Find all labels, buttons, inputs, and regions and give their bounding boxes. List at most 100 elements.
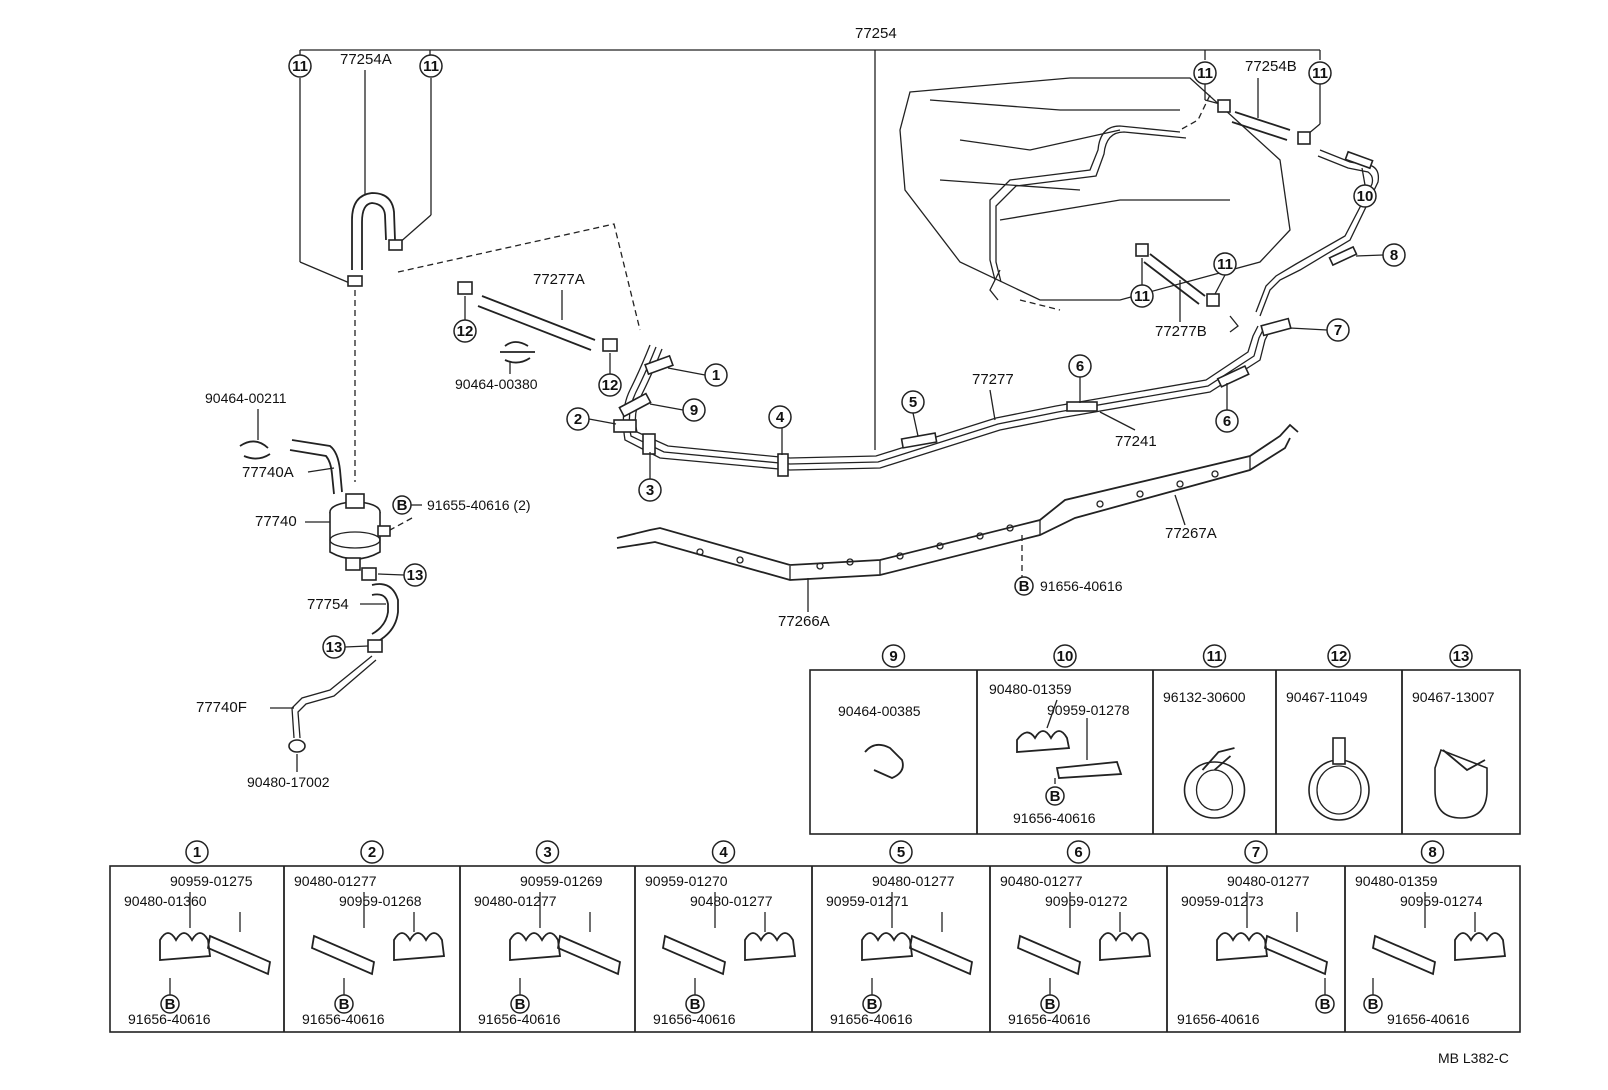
clamp[interactable]: [347, 275, 363, 287]
clamp-10[interactable]: [1344, 150, 1374, 170]
detail-callout-1[interactable]: [185, 840, 209, 864]
bolt-marker-label: B: [1019, 578, 1030, 595]
detail-callout-12[interactable]: [1327, 644, 1351, 668]
hose-77277B-assembly: 11 11 77277B: [1130, 243, 1239, 340]
part-77267A-label: 77267A: [1165, 525, 1217, 542]
clamp[interactable]: [367, 639, 383, 653]
clamp-2[interactable]: [613, 419, 637, 433]
hose-77277A[interactable]: [481, 295, 596, 341]
clamp-1[interactable]: [644, 354, 674, 376]
rail-77266A[interactable]: [616, 423, 1299, 566]
clamp[interactable]: [361, 567, 377, 581]
top-details: 990464-003851090480-0135990959-01278B916…: [838, 644, 1495, 826]
clip-icon: [1216, 932, 1269, 961]
detail-callout-13[interactable]: [1449, 644, 1473, 668]
detail-callout-8[interactable]: [1420, 840, 1445, 864]
detail-callout-10[interactable]: [1053, 644, 1077, 668]
detail-callout-11[interactable]: [1202, 644, 1227, 668]
clamp-8[interactable]: [1328, 245, 1358, 267]
clamp[interactable]: [1217, 99, 1231, 113]
clamp[interactable]: [457, 281, 473, 295]
callout-4[interactable]: [768, 405, 792, 429]
part-90464-00211-label: 90464-00211: [205, 390, 287, 406]
detail-callout-1-label: 1: [193, 844, 201, 861]
clamp-6[interactable]: [1066, 401, 1098, 412]
detail-part-label: 90464-00385: [838, 703, 921, 719]
detail-callout-8-label: 8: [1428, 844, 1436, 861]
clamp-90464-00211[interactable]: [239, 440, 271, 460]
rails: 77267A 77266A B 91656-40616: [616, 423, 1299, 630]
bolt-marker[interactable]: [1045, 786, 1065, 806]
clamp-7[interactable]: [1260, 317, 1292, 337]
callout-6-label: 6: [1076, 358, 1084, 375]
detail-part-label: 90959-01269: [520, 873, 603, 889]
detail-part-label: 90480-01359: [1355, 873, 1438, 889]
part-77754-label: 77754: [307, 596, 349, 613]
part-77266A-label: 77266A: [778, 613, 830, 630]
bracket-icon: [1263, 934, 1329, 976]
detail-part-label: 90467-11049: [1286, 689, 1368, 705]
bracket-icon: [1016, 934, 1082, 976]
clamp[interactable]: [388, 239, 403, 251]
detail-callout-7[interactable]: [1244, 840, 1268, 864]
hose-77254A[interactable]: [351, 192, 396, 270]
detail-part-label: 91656-40616: [1387, 1011, 1470, 1027]
callout-2-label: 2: [574, 411, 582, 428]
hose-77740A[interactable]: [291, 439, 343, 493]
main-part-label: 77254: [855, 25, 897, 42]
breather-line[interactable]: [1259, 149, 1380, 317]
detail-callout-2[interactable]: [360, 840, 384, 864]
clamp[interactable]: [1297, 131, 1311, 145]
clamp-6[interactable]: [1216, 364, 1250, 388]
bolt-marker[interactable]: [1014, 576, 1034, 596]
clamp-4[interactable]: [777, 453, 789, 477]
hose-77277A-assembly: 77277A 12 12 90464-00380: [453, 271, 622, 397]
detail-callout-6[interactable]: [1066, 840, 1091, 864]
clamp-90464-00380[interactable]: [500, 341, 535, 364]
detail-part-label: 90959-01274: [1400, 893, 1483, 909]
detail-part-label: 90480-01277: [1227, 873, 1310, 889]
detail-callout-9[interactable]: [881, 644, 906, 668]
detail-callout-5[interactable]: [889, 840, 913, 864]
part-90480-17002-label: 90480-17002: [247, 774, 330, 790]
clamp-3[interactable]: [642, 433, 656, 455]
bolt-marker-label: B: [397, 497, 408, 514]
clamp[interactable]: [602, 338, 618, 352]
hose-77254B[interactable]: [1234, 111, 1291, 131]
clamp-9[interactable]: [618, 392, 652, 418]
detail-callout-13-label: 13: [1453, 648, 1470, 665]
detail-part-label: 90959-01272: [1045, 893, 1128, 909]
detail-part-label: 90480-01359: [989, 681, 1072, 697]
hose-77754[interactable]: [371, 583, 399, 641]
detail-part-label: 91656-40616: [653, 1011, 736, 1027]
bracket-icon: [661, 934, 727, 976]
pipe-77740F[interactable]: [291, 655, 373, 739]
part-77740F-label: 77740F: [196, 699, 247, 716]
clamp[interactable]: [1135, 243, 1149, 257]
detail-callout-10-label: 10: [1057, 648, 1074, 665]
hose-77277B[interactable]: [1149, 253, 1206, 297]
callout-1-label: 1: [712, 367, 720, 384]
clamp[interactable]: [1206, 293, 1220, 307]
callout-11-label: 11: [423, 58, 439, 75]
clip-icon: [1308, 759, 1370, 821]
grommet-90480-17002[interactable]: [288, 739, 306, 753]
callout-11-label: 11: [292, 58, 308, 75]
clamp-5[interactable]: [900, 432, 938, 449]
callout-11[interactable]: [419, 54, 443, 78]
callout-6-label: 6: [1223, 413, 1231, 430]
fuel-lines: 77277 77241: [613, 317, 1292, 477]
bracket-icon: [908, 934, 974, 976]
detail-callout-4[interactable]: [711, 840, 736, 864]
callout-11[interactable]: [288, 54, 312, 78]
bolt-marker-label: B: [165, 996, 176, 1013]
fuel-line-77277[interactable]: [622, 329, 1271, 471]
detail-row-bottom: [109, 865, 1521, 1033]
detail-callout-3[interactable]: [535, 840, 560, 864]
